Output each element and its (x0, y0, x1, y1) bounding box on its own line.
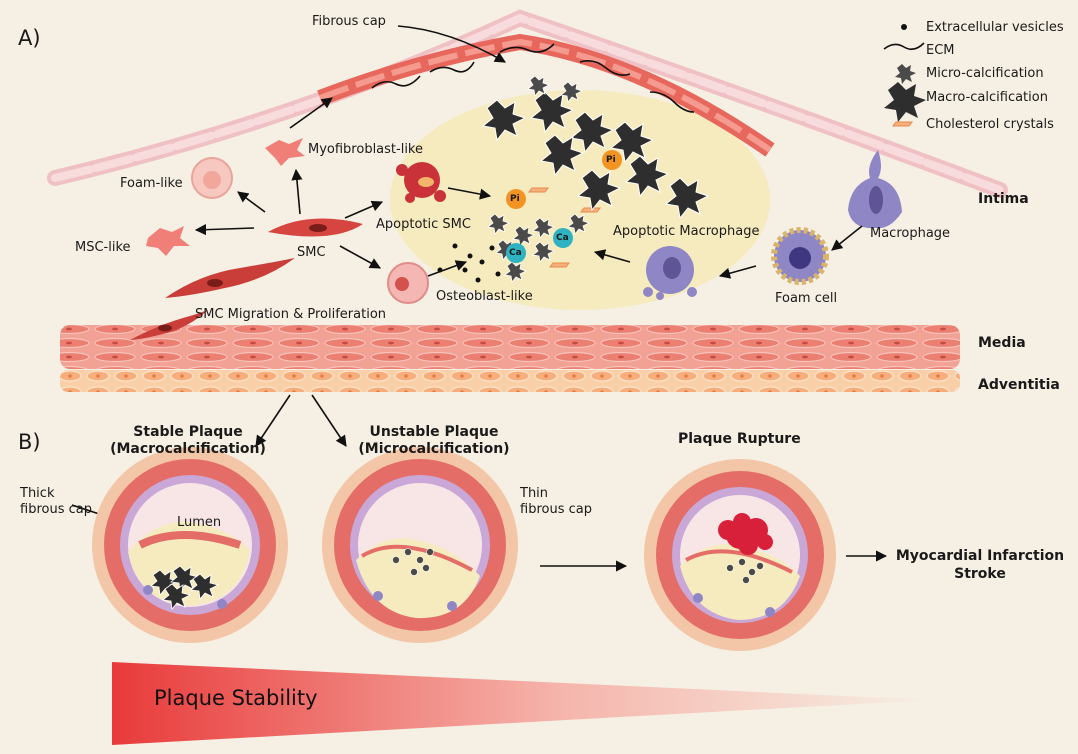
pathway-arrows (194, 25, 863, 279)
fibrous-cap-label: Fibrous cap (312, 14, 386, 29)
macro-calcifications (481, 91, 710, 220)
legend-micro: Micro-calcification (926, 66, 1044, 81)
myofibroblast-cell (265, 138, 305, 166)
micro-calcifications (487, 213, 591, 283)
osteoblast-label: Osteoblast-like (436, 289, 533, 304)
adventitia-layer (60, 370, 960, 392)
intima-label: Intima (978, 191, 1029, 207)
pi-ion (506, 189, 526, 209)
thick-cap-label: Thick fibrous cap (20, 486, 92, 517)
apoptotic-macrophage-cell (643, 246, 697, 300)
apoptotic-smc-label: Apoptotic SMC (376, 217, 471, 232)
foam-cell (771, 227, 829, 285)
myofibroblast-label: Myofibroblast-like (308, 142, 423, 157)
smc-migration-label: SMC Migration & Proliferation (195, 307, 387, 322)
ecm-fibers (371, 43, 695, 113)
apoptotic-smc-cell (396, 162, 446, 203)
ca-label: Ca (509, 248, 522, 258)
macrophage-cell (848, 150, 902, 229)
panel-b-label: B) (18, 430, 41, 454)
msc-like-cell (146, 226, 190, 256)
pi-label: Pi (510, 194, 520, 204)
artery-rupture (644, 459, 836, 651)
legend-ecm: ECM (926, 43, 955, 58)
artery-unstable (322, 447, 518, 643)
macrophage-label: Macrophage (870, 226, 951, 241)
smc-label: SMC (297, 245, 326, 260)
plaque-stability-label: Plaque Stability (154, 686, 318, 710)
foam-cell-label: Foam cell (775, 291, 838, 306)
pi-label: Pi (606, 155, 616, 165)
adventitia-label: Adventitia (978, 377, 1060, 393)
media-label: Media (978, 335, 1026, 351)
legend-macro: Macro-calcification (926, 90, 1048, 105)
rupture-title: Plaque Rupture (678, 431, 801, 447)
msc-like-label: MSC-like (75, 240, 131, 255)
osteoblast-like-cell (387, 262, 429, 304)
legend-icons (883, 24, 926, 127)
stable-plaque-title: Stable Plaque (Macrocalcification) (110, 424, 266, 457)
legend-vesicles: Extracellular vesicles (926, 20, 1064, 35)
ca-ion (553, 228, 573, 248)
pi-ion (602, 150, 622, 170)
apoptotic-macrophage-label: Apoptotic Macrophage (613, 224, 760, 239)
thrombus (718, 513, 773, 555)
thin-cap-label: Thin fibrous cap (520, 486, 592, 517)
lumen-label: Lumen (177, 515, 222, 530)
cholesterol-crystals (528, 187, 601, 268)
unstable-plaque-title: Unstable Plaque (Microcalcification) (358, 424, 510, 457)
media-layer (60, 325, 960, 369)
stability-gradient (112, 662, 930, 745)
ca-ion (506, 243, 526, 263)
artery-stable (92, 447, 288, 643)
panel-a-label: A) (18, 26, 41, 50)
ca-label: Ca (556, 233, 569, 243)
foam-like-label: Foam-like (120, 176, 183, 191)
smc-migration-cells (130, 258, 295, 340)
outcome-label: Myocardial Infarction Stroke (895, 548, 1065, 582)
legend-crystals: Cholesterol crystals (926, 117, 1054, 132)
